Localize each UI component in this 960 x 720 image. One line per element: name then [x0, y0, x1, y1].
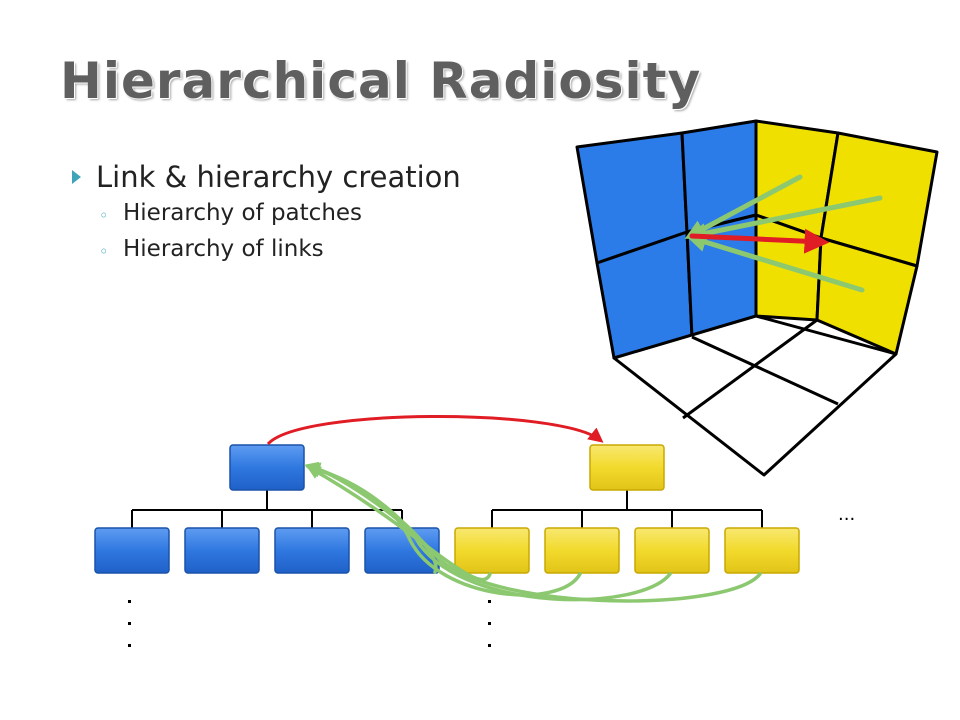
circle-bullet-icon: ◦: [99, 206, 109, 225]
patch-tree: [94, 444, 800, 574]
tree-red-link: [266, 414, 604, 446]
horizontal-ellipsis: ...: [838, 504, 855, 525]
child-patch-blue: [94, 527, 170, 574]
child-patch-blue: [184, 527, 260, 574]
bullet-text: Link & hierarchy creation: [96, 160, 461, 194]
sub-bullet-text: Hierarchy of patches: [123, 200, 363, 226]
floor-patch: [612, 314, 898, 477]
circle-bullet-icon: ◦: [99, 242, 109, 261]
triangle-bullet-icon: [72, 170, 81, 184]
vertical-ellipsis: [128, 600, 131, 647]
root-patch-blue: [229, 444, 305, 491]
child-patch-blue: [274, 527, 350, 574]
room-illustration: [575, 119, 939, 477]
child-patch-yellow: [544, 527, 620, 574]
vertical-ellipsis: [488, 600, 491, 647]
child-patch-yellow: [634, 527, 710, 574]
sub-bullet-text: Hierarchy of links: [123, 236, 324, 262]
room-green-link: [684, 174, 803, 239]
root-patch-yellow: [589, 444, 665, 491]
left-wall-patch: [680, 119, 758, 234]
room-green-link: [686, 195, 883, 244]
child-patch-yellow: [724, 527, 800, 574]
tree-connectors: [131, 490, 763, 528]
child-patch-yellow: [454, 527, 530, 574]
slide-title: Hierarchical Radiosity: [60, 52, 702, 110]
room-red-link: [689, 228, 830, 254]
room-green-link: [686, 232, 865, 293]
tree-green-links: [303, 461, 762, 603]
